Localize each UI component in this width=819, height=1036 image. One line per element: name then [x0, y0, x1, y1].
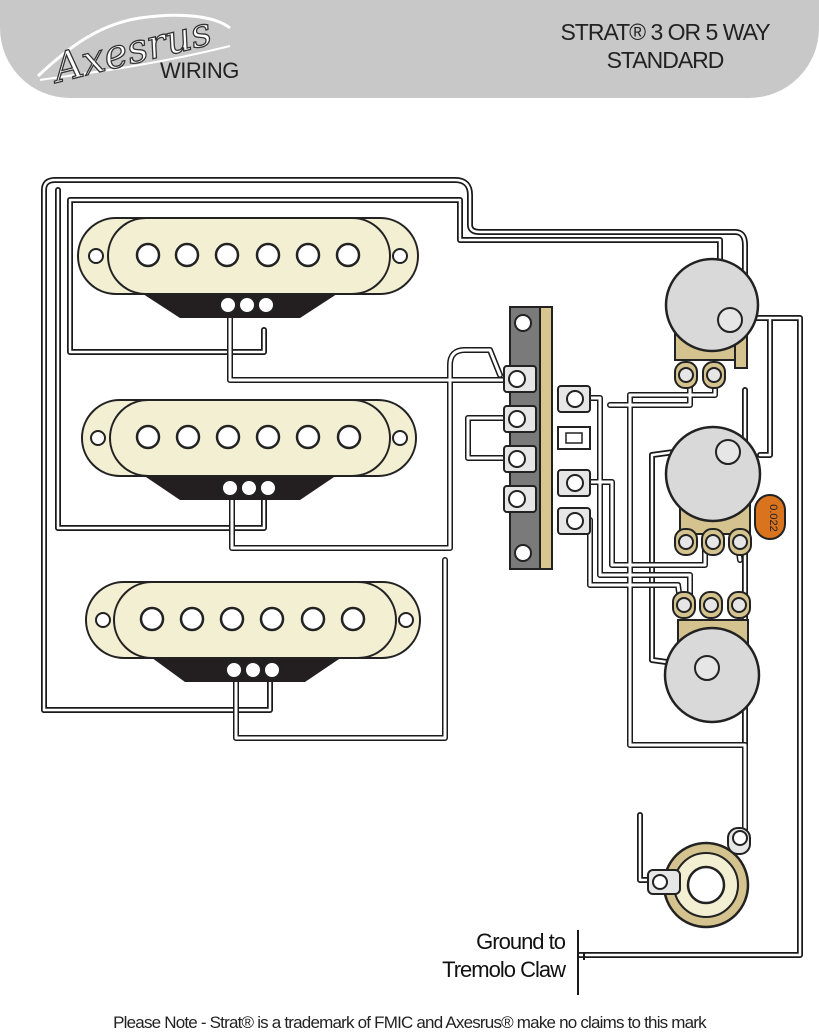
header-banner — [0, 0, 819, 98]
wires — [41, 177, 803, 958]
output-jack — [647, 827, 751, 929]
volume-pot — [664, 257, 760, 389]
capacitor: 0.022 — [754, 494, 786, 540]
page-title: STRAT® 3 OR 5 WAY STANDARD — [540, 18, 790, 74]
tone-pot-neck — [664, 425, 762, 556]
pickup-neck — [77, 217, 419, 318]
brand-subtitle: WIRING — [160, 58, 239, 83]
pickup-bridge — [85, 581, 421, 682]
ground-line-1: Ground to — [476, 929, 566, 954]
tone-pot-middle — [663, 591, 761, 724]
pickup-middle — [81, 399, 417, 500]
ground-symbol — [577, 930, 585, 995]
ground-label: Ground to Tremolo Claw — [420, 928, 566, 984]
capacitor-label: 0.022 — [767, 504, 779, 532]
axesrus-logo: Axesrus — [36, 8, 231, 86]
title-line-1: STRAT® 3 OR 5 WAY — [560, 19, 770, 45]
ground-line-2: Tremolo Claw — [442, 957, 566, 982]
footer-note: Please Note - Strat® is a trademark of F… — [113, 1013, 707, 1032]
title-line-2: STANDARD — [606, 47, 725, 73]
selector-switch — [503, 306, 591, 570]
